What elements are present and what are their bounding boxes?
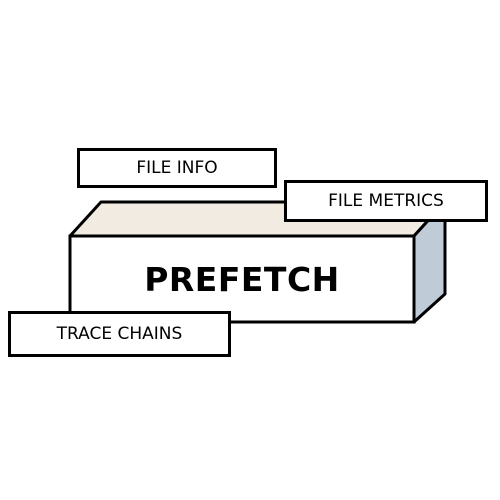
file-info-tag: FILE INFO bbox=[77, 148, 277, 188]
prefetch-label: PREFETCH bbox=[144, 259, 340, 299]
file-metrics-tag: FILE METRICS bbox=[284, 180, 488, 222]
trace-chains-tag: TRACE CHAINS bbox=[8, 311, 231, 357]
box-front-face bbox=[68, 234, 416, 324]
